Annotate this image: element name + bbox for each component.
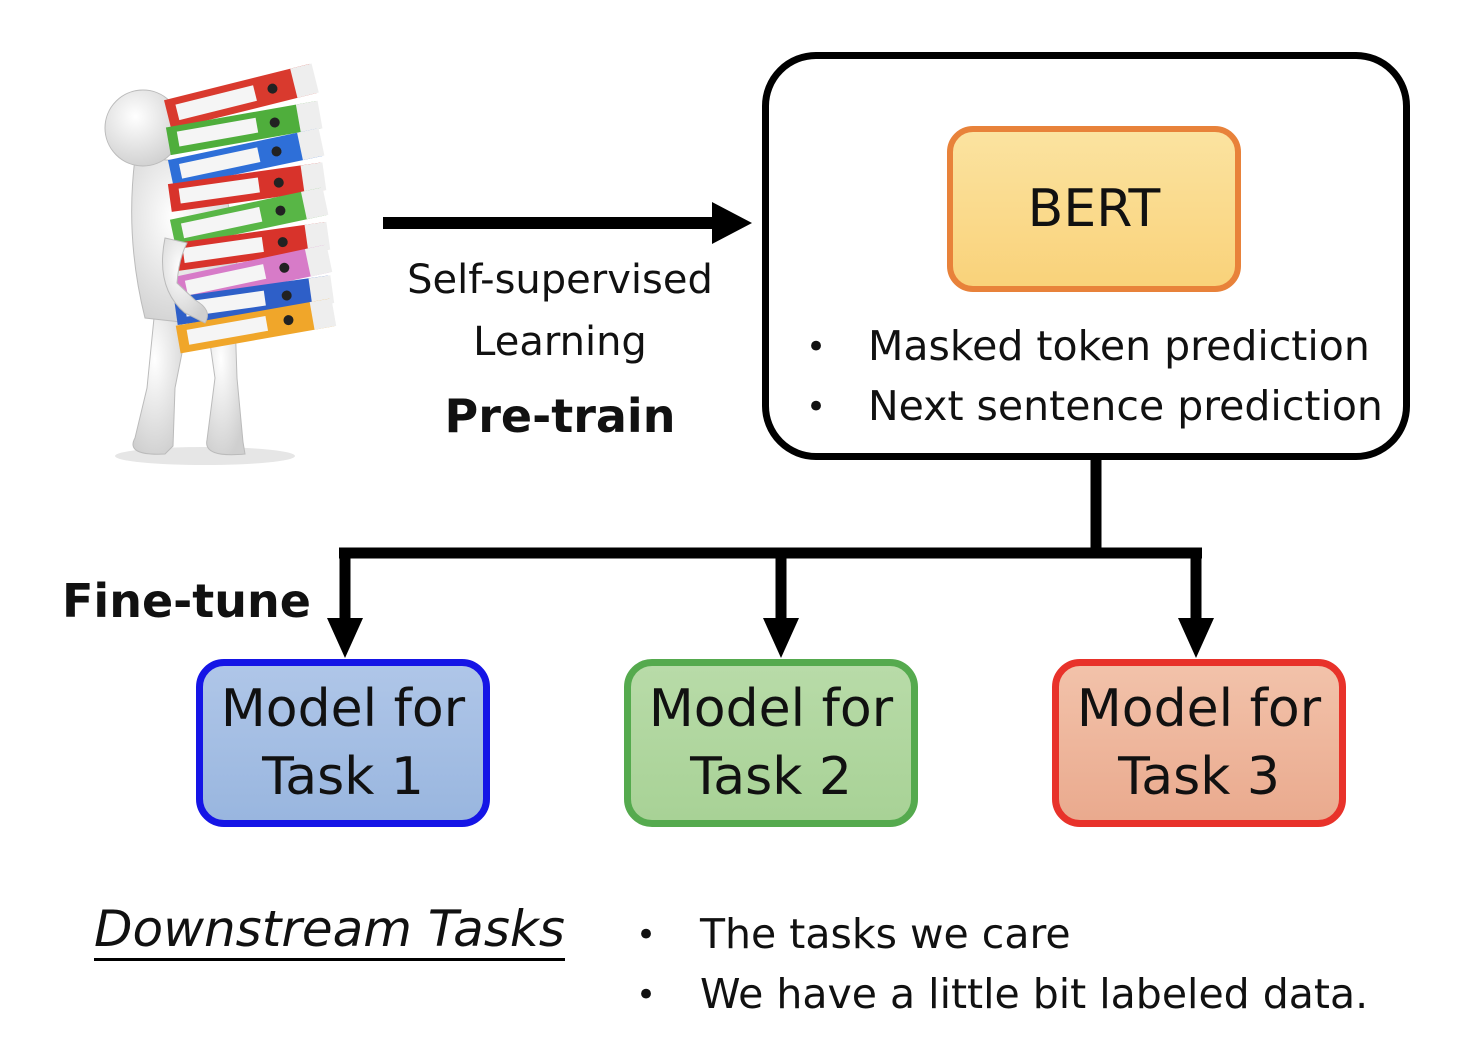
bert-objective-text: Next sentence prediction bbox=[868, 382, 1383, 430]
pretrain-label: Pre-train bbox=[444, 389, 676, 443]
downstream-note-item: • We have a little bit labeled data. bbox=[630, 974, 1450, 1015]
arrow-to-task-1 bbox=[327, 618, 363, 658]
bert-objective-text: Masked token prediction bbox=[868, 322, 1370, 370]
bert-title: BERT bbox=[1027, 179, 1161, 239]
bert-objective-item: • Next sentence prediction bbox=[800, 386, 1420, 427]
bullet-marker: • bbox=[806, 326, 827, 367]
pretrain-arrow bbox=[383, 202, 752, 244]
learning-label: Learning bbox=[473, 319, 647, 365]
task-line-2: Task 1 bbox=[262, 747, 424, 807]
self-supervised-label: Self-supervised bbox=[407, 257, 713, 303]
downstream-note-text: We have a little bit labeled data. bbox=[700, 970, 1369, 1018]
task-model-box-2: Model for Task 2 bbox=[624, 659, 918, 827]
finetune-label: Fine-tune bbox=[62, 574, 311, 628]
downstream-tasks-title: Downstream Tasks bbox=[94, 904, 565, 961]
bullet-marker: • bbox=[636, 974, 657, 1015]
downstream-note-item: • The tasks we care bbox=[630, 914, 1450, 955]
bert-objective-item: • Masked token prediction bbox=[800, 326, 1420, 367]
bullet-marker: • bbox=[806, 386, 827, 427]
task-model-box-3: Model for Task 3 bbox=[1052, 659, 1346, 827]
task-line-2: Task 3 bbox=[1118, 747, 1280, 807]
task-model-box-1: Model for Task 1 bbox=[196, 659, 490, 827]
task-line-1: Model for bbox=[1076, 679, 1322, 739]
person-carrying-binders-icon bbox=[104, 63, 337, 465]
bullet-marker: • bbox=[636, 914, 657, 955]
arrow-to-task-3 bbox=[1178, 618, 1214, 658]
task-line-1: Model for bbox=[220, 679, 466, 739]
arrow-to-task-2 bbox=[763, 618, 799, 658]
bert-box: BERT bbox=[947, 126, 1241, 292]
task-line-1: Model for bbox=[648, 679, 894, 739]
finetune-branches bbox=[327, 458, 1214, 658]
task-line-2: Task 2 bbox=[690, 747, 852, 807]
downstream-note-text: The tasks we care bbox=[700, 910, 1071, 958]
